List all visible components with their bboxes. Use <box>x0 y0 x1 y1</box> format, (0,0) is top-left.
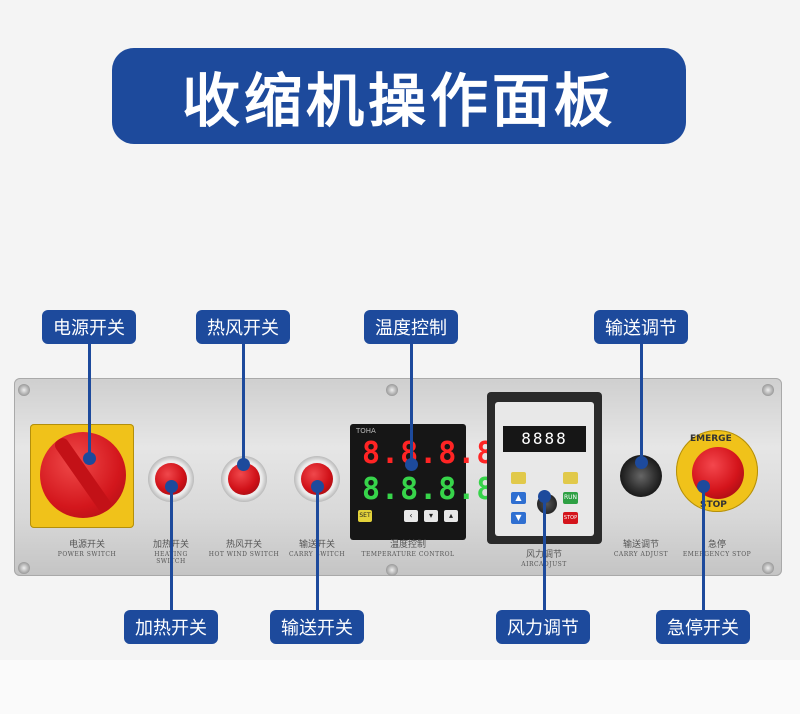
callout-heating-switch: 加热开关 <box>124 610 218 644</box>
screw <box>762 562 774 574</box>
inverter-up-icon[interactable]: ▲ <box>511 492 526 504</box>
estop-ring-text-bottom: STOP <box>700 500 727 510</box>
callout-hot-wind-switch: 热风开关 <box>196 310 290 344</box>
screw <box>386 384 398 396</box>
callout-carry-switch: 输送开关 <box>270 610 364 644</box>
up-key-icon[interactable]: ▴ <box>444 510 458 522</box>
inverter-down-icon[interactable]: ▼ <box>511 512 526 524</box>
callout-temperature-control: 温度控制 <box>364 310 458 344</box>
down-key-icon[interactable]: ▾ <box>424 510 438 522</box>
callout-line <box>410 344 413 462</box>
callout-line <box>316 486 319 610</box>
callout-line <box>88 344 91 456</box>
callout-emergency-stop: 急停开关 <box>656 610 750 644</box>
callout-dot <box>405 458 418 471</box>
callout-dot <box>311 480 324 493</box>
bottom-band <box>0 660 800 714</box>
estop-ring-text-top: EMERGE <box>690 434 732 444</box>
callout-dot <box>237 458 250 471</box>
temperature-controller: TOHA 8.8.8.8 8.8.8.8 SET ‹ ▾ ▴ <box>350 424 494 540</box>
inverter-key-prog[interactable] <box>511 472 526 484</box>
screw <box>386 564 398 576</box>
inverter-run-key[interactable]: RUN <box>563 492 578 504</box>
callout-dot <box>83 452 96 465</box>
sv-display: 8.8.8.8 <box>362 472 496 507</box>
inverter-key-func[interactable] <box>563 472 578 484</box>
pv-display: 8.8.8.8 <box>362 436 496 471</box>
callout-line <box>702 486 705 610</box>
controller-brand: TOHA <box>356 427 376 435</box>
callout-wind-adjust: 风力调节 <box>496 610 590 644</box>
callout-power-switch: 电源开关 <box>42 310 136 344</box>
callout-dot <box>165 480 178 493</box>
callout-line <box>170 486 173 610</box>
inverter-stop-key[interactable]: STOP <box>563 512 578 524</box>
screw <box>762 384 774 396</box>
callout-dot <box>697 480 710 493</box>
inverter-display: 8888 <box>503 426 586 452</box>
screw <box>18 384 30 396</box>
left-key-icon[interactable]: ‹ <box>404 510 418 522</box>
callout-line <box>543 498 546 610</box>
callout-carry-adjust: 输送调节 <box>594 310 688 344</box>
callout-line <box>242 344 245 462</box>
set-key[interactable]: SET <box>358 510 372 522</box>
screw <box>18 562 30 574</box>
callout-line <box>640 344 643 462</box>
callout-dot <box>538 490 551 503</box>
callout-dot <box>635 456 648 469</box>
page-title: 收缩机操作面板 <box>112 48 686 144</box>
